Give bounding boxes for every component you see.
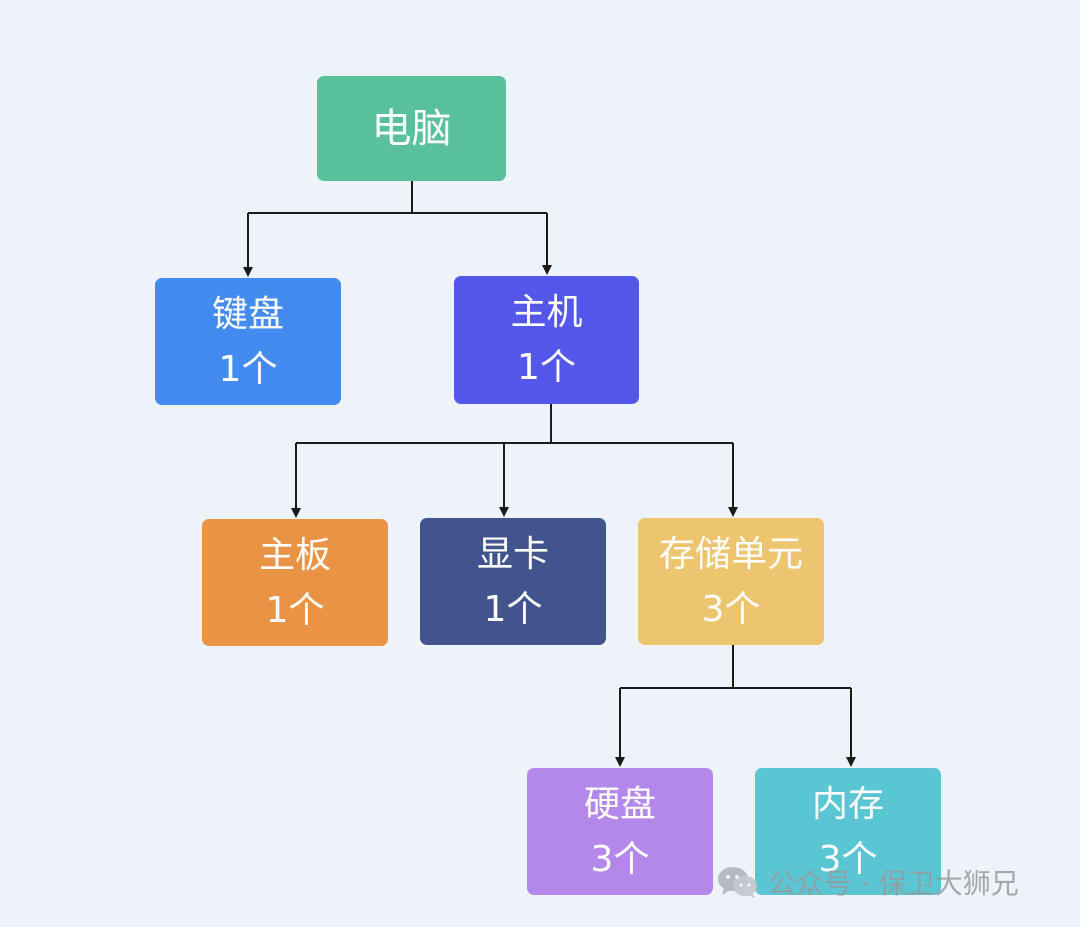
wechat-icon xyxy=(718,867,757,898)
watermark: 公众号 · 保卫大狮兄 xyxy=(716,862,1019,902)
node-hdd: 硬盘 3个 xyxy=(527,768,713,895)
node-motherboard-label: 主板 xyxy=(258,534,331,576)
node-host: 主机 1个 xyxy=(454,276,639,404)
node-host-label: 主机 xyxy=(510,292,583,333)
node-hdd-label: 硬盘 xyxy=(583,783,656,825)
node-gpu-label: 显卡 xyxy=(476,533,549,575)
node-hdd-count: 3个 xyxy=(590,838,650,880)
node-gpu: 显卡 1个 xyxy=(420,518,606,645)
node-keyboard: 键盘 1个 xyxy=(155,278,341,405)
watermark-text: 公众号 · 保卫大狮兄 xyxy=(768,867,1019,900)
node-keyboard-label: 键盘 xyxy=(211,293,284,335)
node-storage-count: 3个 xyxy=(701,588,761,630)
node-computer-label: 电脑 xyxy=(371,105,452,152)
node-gpu-count: 1个 xyxy=(483,588,543,630)
node-keyboard-count: 1个 xyxy=(218,348,278,390)
node-host-count: 1个 xyxy=(517,347,576,388)
node-storage-label: 存储单元 xyxy=(658,533,803,575)
node-computer: 电脑 xyxy=(317,76,506,181)
node-storage: 存储单元 3个 xyxy=(638,518,824,645)
node-memory: 内存 3个 xyxy=(755,768,941,895)
node-memory-label: 内存 xyxy=(811,783,884,825)
node-motherboard-count: 1个 xyxy=(265,589,325,631)
node-motherboard: 主板 1个 xyxy=(202,519,388,646)
node-memory-count: 3个 xyxy=(818,838,878,880)
